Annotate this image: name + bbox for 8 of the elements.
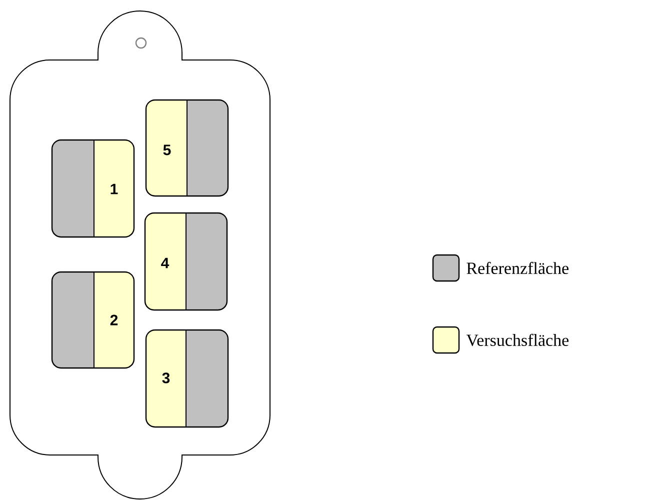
legend-label: Referenzfläche [466, 262, 568, 274]
test-field: 3 [145, 329, 229, 428]
test-field: 5 [145, 99, 229, 197]
sample-plate [10, 10, 270, 500]
test-field: 1 [51, 139, 135, 238]
test-field: 2 [51, 271, 135, 369]
legend-label: Versuchsfläche [466, 334, 569, 346]
test-field: 4 [144, 212, 228, 311]
